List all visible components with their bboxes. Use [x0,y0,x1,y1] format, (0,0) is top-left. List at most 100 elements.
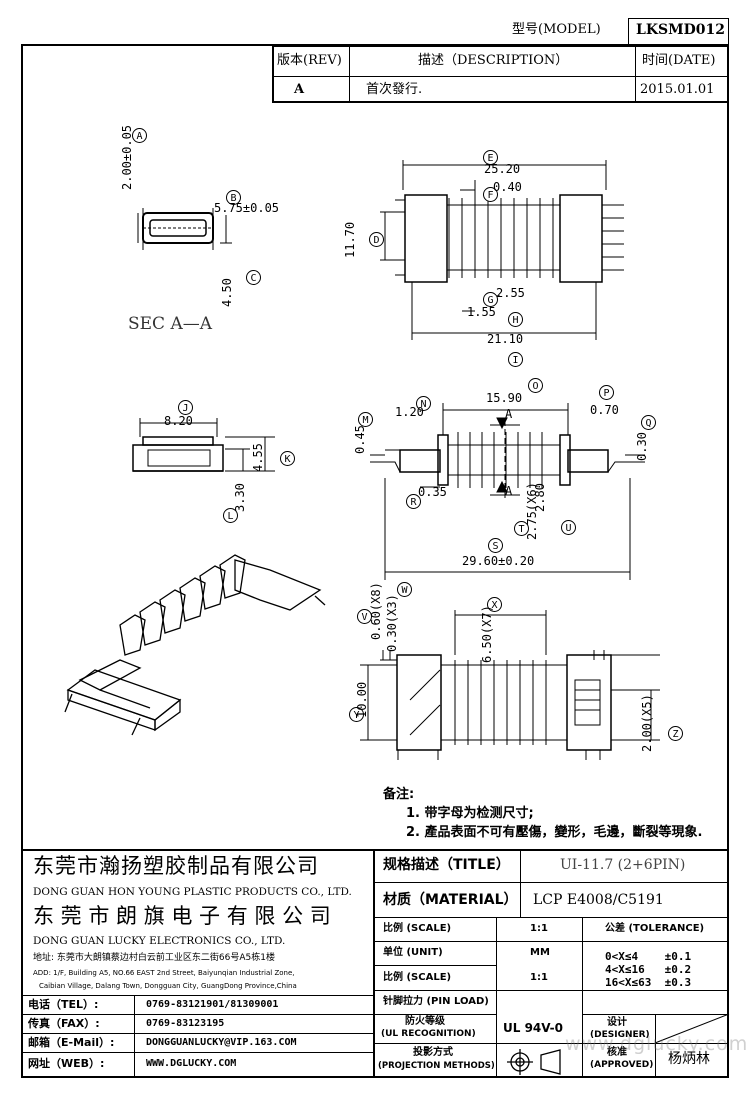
marker-p: P [599,385,614,400]
tel-value: 0769-83121901/81309001 [146,999,279,1010]
watermark: www.dglucky.com [565,1033,749,1055]
marker-y: Y [349,707,364,722]
fire-label-en: (UL RECOGNITION) [381,1029,476,1039]
approved-label: 核准 [607,1047,627,1058]
marker-x: X [487,597,502,612]
dim-o: 15.90 [486,391,523,405]
revision-table [272,45,729,103]
marker-q: Q [641,415,656,430]
marker-f: F [483,187,498,202]
company-name-2-en: DONG GUAN LUCKY ELECTRONICS CO., LTD. [33,935,286,947]
marker-n: N [416,396,431,411]
tb-col-2 [496,917,497,1078]
marker-h: H [508,312,523,327]
dim-b: 5.75±0.05 [214,201,280,215]
rev-col-div1 [349,45,350,103]
marker-j: J [178,400,193,415]
note-1: 1. 带字母为检测尺寸; [406,806,534,821]
designer-label-en: (DESIGNER) [590,1030,650,1040]
note-2: 2. 產品表面不可有壓傷，變形，毛邊，斷裂等現象. [406,825,703,840]
dim-p: 0.70 [590,403,619,417]
tb-line-9 [582,1014,729,1015]
address-cn: 地址: 东莞市大朗镇蔡边村白云前工业区东二街66号A5栋1楼 [33,953,275,963]
address-en-2: Caibian Village, Dalang Town, Dongguan C… [39,982,297,990]
marker-t: T [514,521,529,536]
material-value: LCP E4008/C5191 [533,892,664,908]
isometric-view [64,554,326,736]
fire-value: UL 94V-0 [503,1021,564,1035]
title-value: UI-11.7 (2+6PIN) [560,857,686,873]
email-value[interactable]: DONGGUANLUCKY@VIP.163.COM [146,1037,297,1048]
section-mark-top: A [505,407,513,421]
company-name-2: 东 莞 市 朗 旗 电 子 有 限 公 司 [33,904,331,928]
projection-symbol [507,1049,561,1075]
desc-label: 描述（DESCRIPTION） [418,53,569,68]
tb-line-4 [373,965,496,966]
web-value[interactable]: WWW.DGLUCKY.COM [146,1058,237,1069]
marker-w: W [397,582,412,597]
marker-o: O [528,378,543,393]
side-view-bottom [360,610,660,760]
date-label: 时间(DATE) [642,53,716,68]
designer-label: 设计 [607,1017,627,1028]
model-box [628,18,729,45]
projection-label-en: (PROJECTION METHODS) [378,1061,495,1071]
title-block-vdiv [373,849,375,1078]
approver-name: 杨炳林 [668,1051,710,1067]
dim-h: 1.55 [467,305,496,319]
projection-label: 投影方式 [413,1047,453,1058]
section-mark-bottom: A [505,484,513,498]
tb-col-3 [582,917,583,1078]
date-value: 2015.01.01 [640,82,715,97]
marker-m: M [358,412,373,427]
material-label: 材质（MATERIAL） [383,892,518,908]
marker-d: D [369,232,384,247]
dim-f: 0.40 [493,180,522,194]
rev-col-div2 [635,45,636,103]
contact-col [134,995,135,1078]
tb-line-5 [373,990,729,991]
front-view-small [132,418,275,472]
dim-n: 1.20 [395,405,424,419]
desc-value: 首次發行. [366,82,423,97]
rev-value: A [294,82,305,97]
side-view-middle [370,403,645,580]
scale2-label: 比例 (SCALE) [383,972,452,983]
pin-load-label: 针脚拉力 (PIN LOAD) [383,996,489,1007]
email-label: 邮箱（E-Mail）: [28,1036,115,1049]
marker-l: L [223,508,238,523]
contact-line-3 [21,1052,373,1053]
scale-value: 1:1 [530,923,548,934]
model-value: LKSMD012 [636,22,725,38]
dim-g: 2.55 [496,286,525,300]
unit-value: MM [530,947,550,958]
dim-r: 0.35 [418,485,447,499]
tel-label: 电话（TEL）: [28,998,99,1011]
marker-k: K [280,451,295,466]
title-block-top [21,849,729,851]
address-en-1: ADD: 1/F, Building A5, NO.66 EAST 2nd St… [33,969,295,977]
contact-line-2 [21,1033,373,1034]
marker-s: S [488,538,503,553]
tolerance-row-3: 16<X≤63 ±0.3 [605,976,692,989]
approved-label-en: (APPROVED) [590,1060,654,1070]
tb-line-8 [582,1043,655,1044]
dim-j: 8.20 [164,414,193,428]
marker-a: A [132,128,147,143]
marker-i: I [508,352,523,367]
dim-e: 25.20 [484,162,521,176]
scale-label: 比例 (SCALE) [383,923,452,934]
notes-title: 备注: [383,787,415,802]
tolerance-label: 公差 (TOLERANCE) [605,923,705,934]
marker-r: R [406,494,421,509]
rev-label: 版本(REV) [277,53,342,68]
company-divider-1 [21,995,373,996]
company-name-1-en: DONG GUAN HON YOUNG PLASTIC PRODUCTS CO.… [33,886,352,898]
fax-label: 传真（FAX）: [28,1017,100,1030]
tb-line-3 [373,941,729,942]
tb-line-6 [373,1014,496,1015]
rev-divider [272,76,729,77]
unit-label: 单位 (UNIT) [383,947,443,958]
tolerance-row-2: 4<X≤16 ±0.2 [605,963,692,976]
